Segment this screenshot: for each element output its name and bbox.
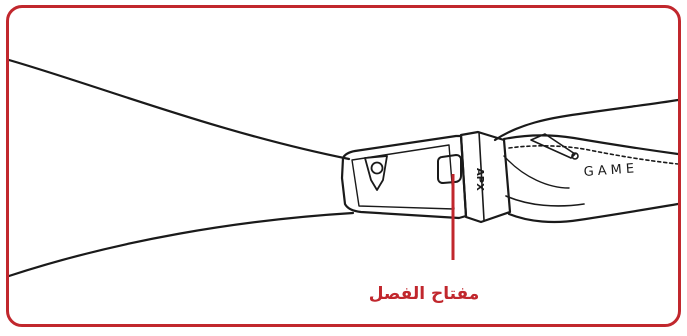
- strap-top-edge: [9, 58, 351, 161]
- belt-body-outline: [502, 134, 678, 156]
- buckle-key-shape: [364, 155, 388, 191]
- buckle-right-band: [478, 131, 485, 221]
- buckle-text: APX: [474, 168, 485, 191]
- release-button-icon: [437, 154, 462, 184]
- release-key-label: مفتاح الفصل: [368, 284, 480, 304]
- belt-body-bottom: [507, 202, 678, 224]
- zipper-pull-icon: [530, 133, 576, 159]
- belt-stitch: [503, 155, 570, 189]
- buckle-hole: [370, 161, 384, 175]
- strap-release-illustration: APX GAME: [9, 58, 678, 278]
- strap-bottom-edge: [9, 211, 355, 278]
- belt-brand-text: GAME: [583, 161, 638, 180]
- belt-body-top: [493, 98, 678, 142]
- buckle-left: [340, 134, 468, 220]
- diagram-frame: APX GAME مفتاح الفصل: [6, 5, 681, 327]
- belt-body-lower-edge: [505, 195, 585, 207]
- buckle-right: [459, 130, 512, 224]
- zipper-line: [508, 145, 678, 165]
